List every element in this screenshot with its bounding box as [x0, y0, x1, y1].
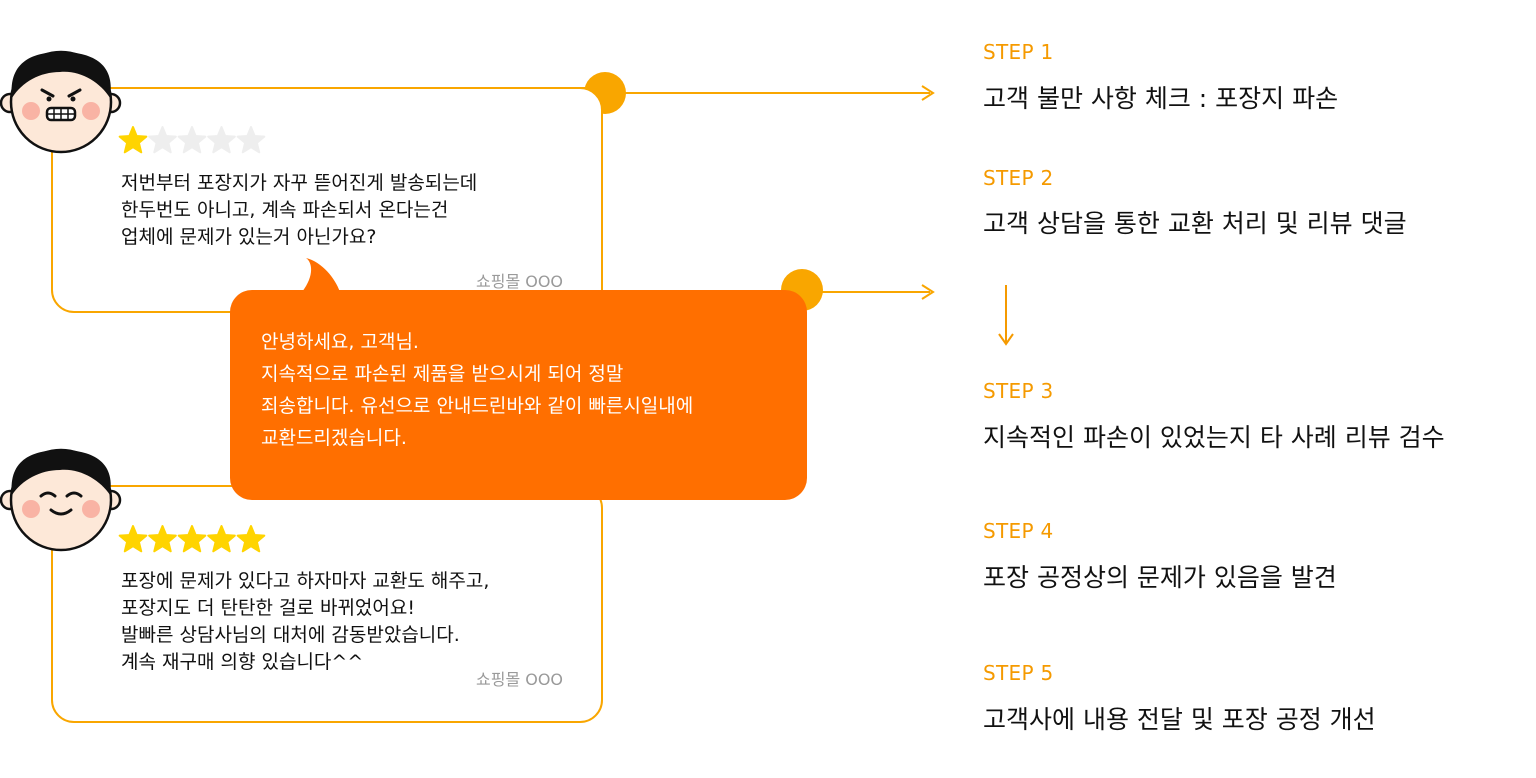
step-3-title: 지속적인 파손이 있었는지 타 사례 리뷰 검수	[983, 423, 1445, 452]
review-text-negative: 저번부터 포장지가 자꾸 뜯어진게 발송되는데 한두번도 아니고, 계속 파손되…	[121, 172, 478, 248]
negative-star-1	[118, 126, 148, 154]
step-3-label: STEP 3	[983, 379, 1054, 403]
reply-bubble	[230, 258, 807, 500]
positive-star-4	[207, 525, 236, 553]
step-1-label: STEP 1	[983, 40, 1054, 64]
rating-stars-negative	[118, 126, 266, 154]
positive-star-5	[236, 525, 266, 553]
step-1-title: 고객 불만 사항 체크 : 포장지 파손	[983, 84, 1339, 113]
negative-star-5	[236, 126, 266, 154]
review-text-positive: 포장에 문제가 있다고 하자마자 교환도 해주고, 포장지도 더 탄탄한 걸로 …	[121, 570, 490, 673]
step-4-label: STEP 4	[983, 519, 1054, 543]
shop-name-negative: 쇼핑몰 OOO	[476, 272, 564, 291]
negative-star-2	[148, 126, 177, 154]
angry-face-icon	[0, 50, 122, 154]
positive-star-1	[118, 525, 148, 553]
shop-name-positive: 쇼핑몰 OOO	[476, 670, 564, 689]
step-5-label: STEP 5	[983, 661, 1054, 685]
negative-star-4	[207, 126, 236, 154]
positive-star-3	[177, 525, 207, 553]
step-2-label: STEP 2	[983, 166, 1054, 190]
step-4-title: 포장 공정상의 문제가 있음을 발견	[983, 563, 1337, 592]
negative-star-3	[177, 126, 207, 154]
step-2-title: 고객 상담을 통한 교환 처리 및 리뷰 댓글	[983, 209, 1407, 238]
happy-face-icon	[0, 448, 122, 552]
rating-stars-positive	[118, 525, 266, 553]
positive-star-2	[148, 525, 177, 553]
reply-text: 안녕하세요, 고객님. 지속적으로 파손된 제품을 받으시게 되어 정말 죄송합…	[261, 331, 694, 449]
down-arrow-icon	[998, 285, 1014, 346]
step-5-title: 고객사에 내용 전달 및 포장 공정 개선	[983, 705, 1376, 734]
